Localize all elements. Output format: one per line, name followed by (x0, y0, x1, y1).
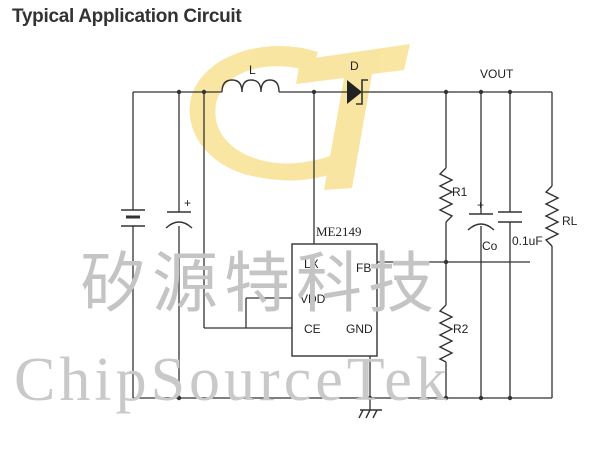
ic-name: ME2149 (316, 224, 362, 239)
output-capacitor-icon (467, 213, 495, 231)
battery-icon (121, 209, 145, 227)
bypass-capacitor-icon (498, 211, 522, 223)
input-capacitor-icon (165, 211, 193, 229)
junction-dots (176, 89, 513, 401)
r1-resistor-icon (438, 167, 454, 223)
r2-label: R2 (453, 322, 469, 336)
page-title: Typical Application Circuit (12, 6, 242, 27)
watermark-logo (189, 44, 410, 190)
inductor-label: L (249, 63, 256, 77)
ic-pin-ce: CE (304, 322, 321, 336)
ic-pin-vdd: VDD (300, 292, 326, 306)
ic-pin-lx: LX (304, 257, 319, 271)
rl-resistor-icon (544, 185, 560, 247)
input-cap-plus: + (184, 196, 191, 210)
ic-body (291, 243, 378, 357)
inductor-icon (221, 79, 280, 93)
bypass-cap-label: 0.1uF (512, 234, 543, 248)
watermark-chinese: 矽源特科技 (80, 245, 440, 322)
ic-pin-fb: FB (356, 261, 371, 275)
vout-label: VOUT (480, 67, 514, 81)
rl-label: RL (562, 214, 578, 228)
ground-icon (358, 409, 382, 419)
co-plus: + (477, 198, 484, 212)
co-label: Co (482, 239, 498, 253)
diode-label: D (350, 59, 359, 73)
watermark-english: ChipSourceTek (14, 346, 451, 414)
r2-resistor-icon (438, 304, 454, 363)
diode-icon (347, 79, 368, 105)
r1-label: R1 (452, 185, 468, 199)
ic-pin-gnd: GND (346, 322, 373, 336)
